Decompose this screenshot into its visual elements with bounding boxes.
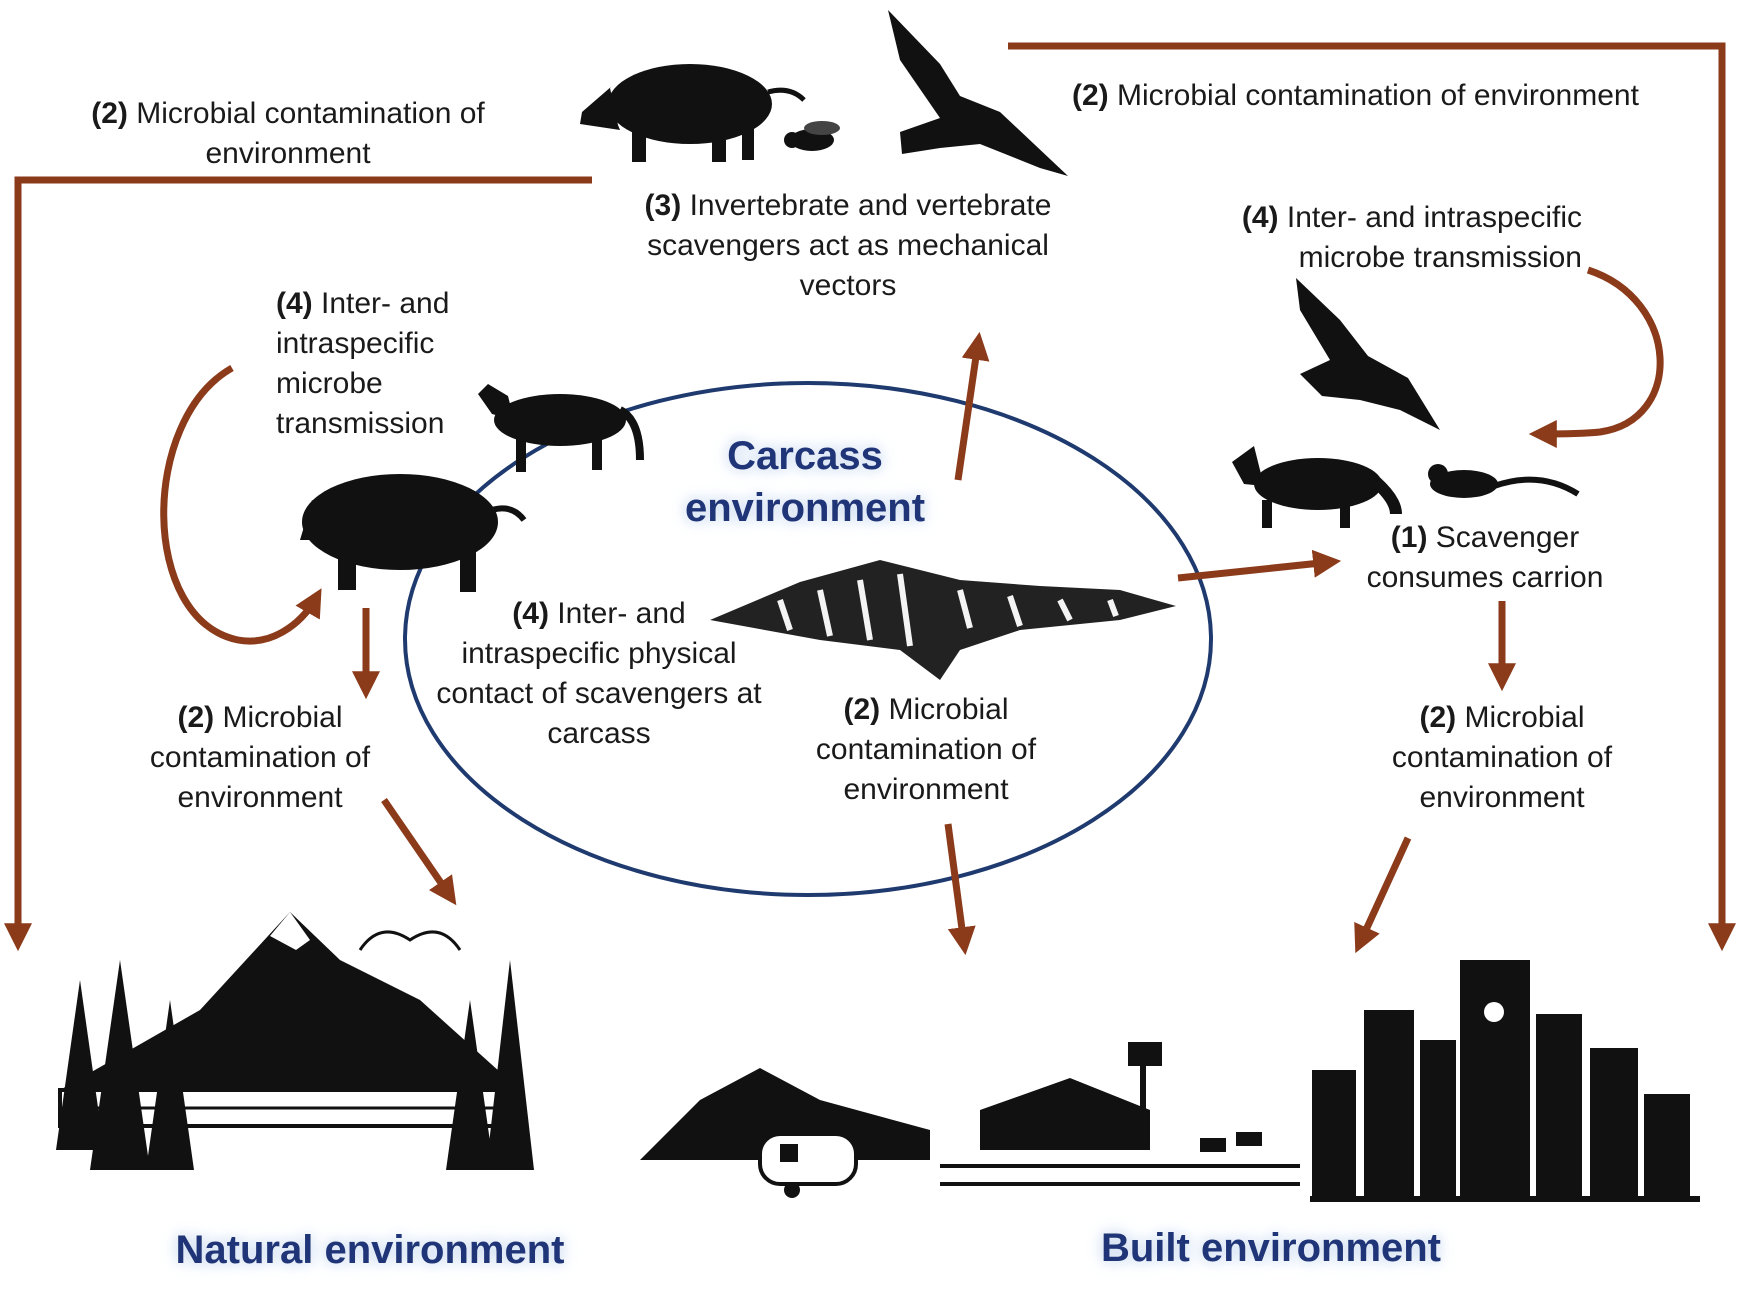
arrow-top-right — [1008, 42, 1736, 952]
label-center-contamination: (2) Microbial contamination of environme… — [796, 690, 1056, 810]
label-number: (3) — [644, 189, 682, 222]
eagle-icon — [888, 10, 1068, 176]
arrow-top-left — [3, 176, 592, 952]
label-text: Microbial contamination of environment — [149, 701, 371, 814]
label-number: (4) — [276, 287, 313, 320]
mountain-lake-icon — [56, 912, 534, 1170]
label-text: Inter- and intraspecific microbe transmi… — [276, 287, 450, 440]
label-number: (1) — [1390, 521, 1428, 554]
campervan-icon — [640, 1068, 930, 1198]
carcass-environment-title: Carcass environment — [684, 434, 926, 530]
eagle-icon — [1296, 278, 1440, 430]
label-number: (2) — [177, 701, 215, 734]
coyote-icon — [478, 384, 644, 472]
arrow-carcass-to-scavenger — [1177, 549, 1342, 582]
natural-environment-title: Natural environment — [175, 1228, 565, 1272]
label-text: Scavenger consumes carrion — [1366, 521, 1604, 594]
arrow-right-loop — [1528, 266, 1664, 448]
label-number: (4) — [1241, 201, 1279, 234]
label-text: Microbial contamination of environment — [815, 693, 1037, 806]
arrow-right-to-built — [1354, 836, 1412, 954]
arrow-center-to-built — [944, 823, 976, 956]
label-text: Microbial contamination of environment — [1117, 79, 1639, 112]
label-right-microbe-transmission: (4) Inter- and intraspecific microbe tra… — [1200, 198, 1582, 278]
fly-icon — [784, 121, 840, 151]
label-physical-contact: (4) Inter- and intraspecific physical co… — [436, 594, 762, 754]
built-environment-title: Built environment — [1100, 1226, 1442, 1270]
label-mechanical-vectors: (3) Invertebrate and vertebrate scavenge… — [618, 186, 1078, 306]
carcass-environment-ellipse — [403, 381, 1213, 897]
arrow-left-loop — [160, 364, 322, 645]
city-skyline-icon — [1310, 960, 1700, 1202]
label-text: Inter- and intraspecific physical contac… — [436, 597, 762, 750]
fox-icon — [1232, 446, 1402, 528]
wild-boar-icon — [300, 474, 527, 592]
label-text: Microbial contamination of environment — [136, 97, 485, 170]
label-number: (2) — [91, 97, 128, 130]
label-text: Microbial contamination of environment — [1391, 701, 1613, 814]
label-scavenger-consumes: (1) Scavenger consumes carrion — [1346, 518, 1624, 598]
label-right-contamination: (2) Microbial contamination of environme… — [1372, 698, 1632, 818]
farm-icon — [940, 1042, 1300, 1186]
label-left-contamination: (2) Microbial contamination of environme… — [130, 698, 390, 818]
label-text: Inter- and intraspecific microbe transmi… — [1286, 201, 1582, 274]
squirrel-icon — [1428, 464, 1580, 498]
label-left-microbe-transmission: (4) Inter- and intraspecific microbe tra… — [276, 284, 498, 444]
label-number: (4) — [512, 597, 549, 630]
zebra-carcass-icon — [710, 560, 1176, 680]
label-number: (2) — [843, 693, 881, 726]
arrow-left-to-natural — [381, 798, 457, 906]
label-top-right-contamination: (2) Microbial contamination of environme… — [1072, 76, 1712, 116]
label-text: Invertebrate and vertebrate scavengers a… — [647, 189, 1052, 302]
wild-boar-icon — [580, 64, 806, 162]
arrow-carcass-to-vectors — [954, 331, 990, 481]
label-number: (2) — [1072, 79, 1109, 112]
label-number: (2) — [1419, 701, 1457, 734]
label-top-left-contamination: (2) Microbial contamination of environme… — [68, 94, 508, 174]
